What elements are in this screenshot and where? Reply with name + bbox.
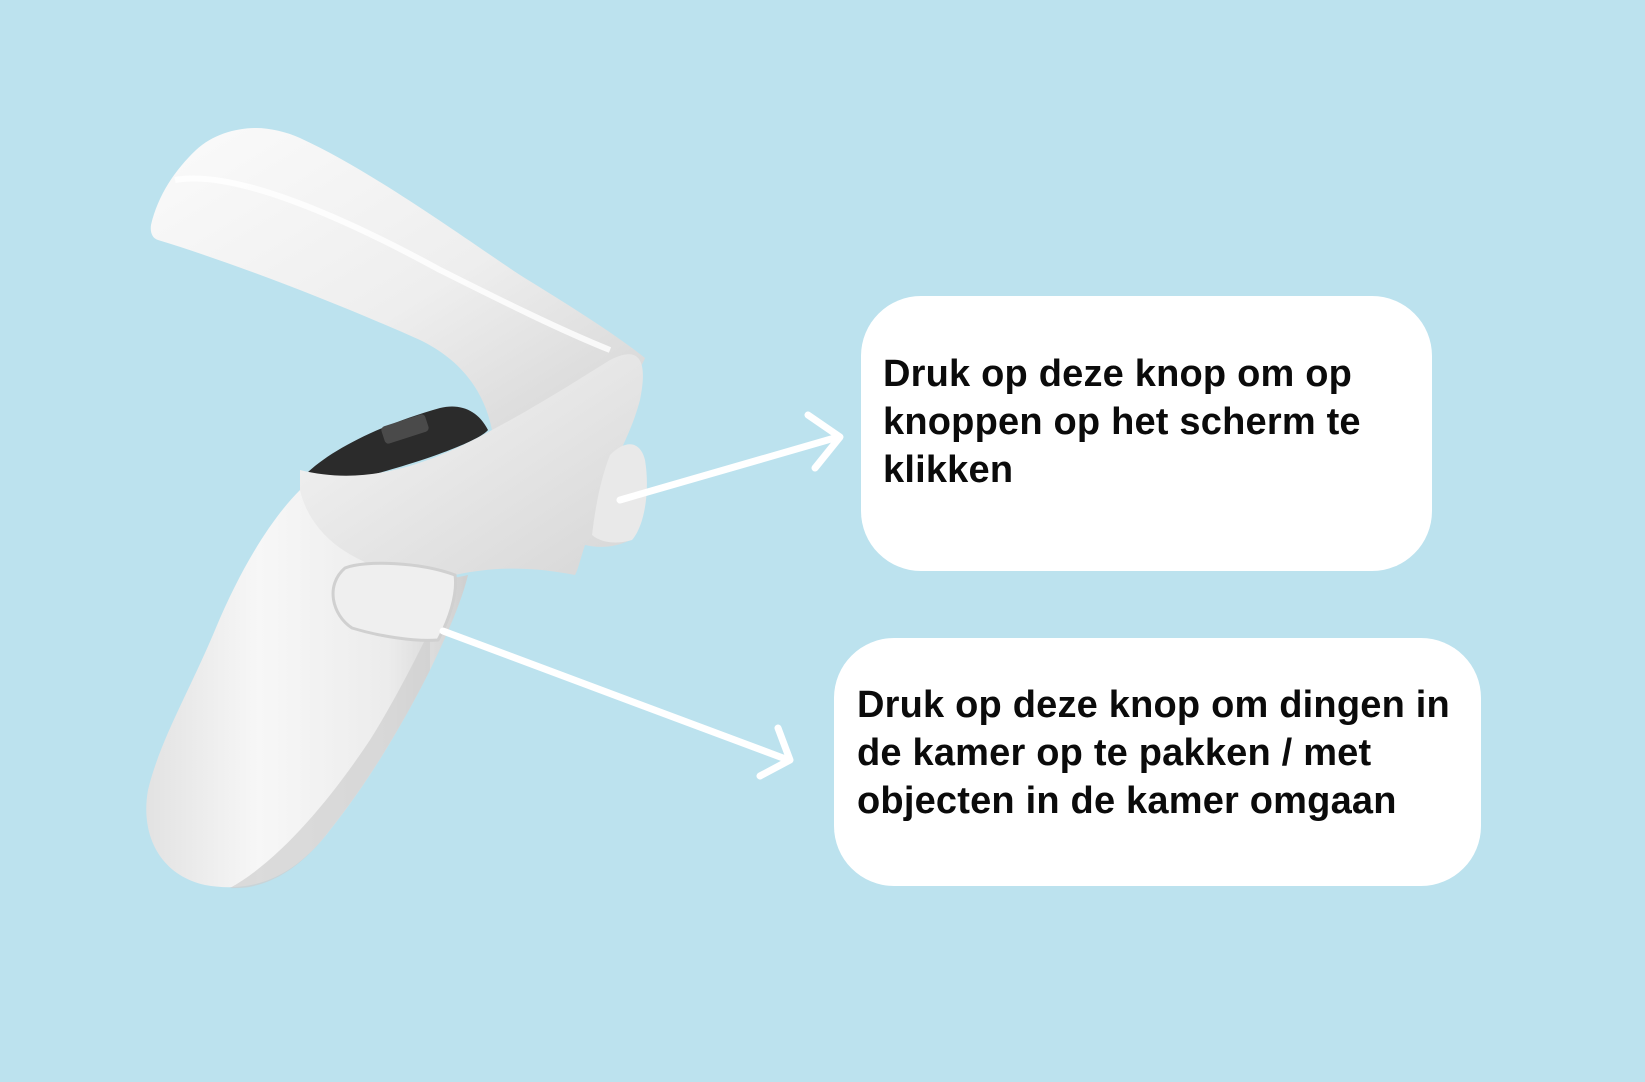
arrow-to-grip-callout: [439, 627, 794, 780]
controller-body: [300, 354, 643, 580]
grip-callout: Druk op deze knop om dingen in de kamer …: [834, 638, 1481, 886]
tracking-ring: [150, 128, 645, 430]
face-buttons-area: [305, 406, 488, 483]
trigger-callout: Druk op deze knop om op knoppen op het s…: [861, 296, 1432, 571]
vr-controller-icon: [146, 128, 647, 889]
ring-highlight: [174, 175, 612, 353]
arrow-to-trigger-callout: [616, 411, 844, 504]
trigger-button: [592, 444, 647, 543]
thumbstick-detail: [381, 414, 429, 444]
grip-button: [331, 561, 458, 642]
grip-callout-text: Druk op deze knop om dingen in de kamer …: [857, 684, 1450, 822]
trigger-callout-text: Druk op deze knop om op knoppen op het s…: [883, 352, 1361, 491]
